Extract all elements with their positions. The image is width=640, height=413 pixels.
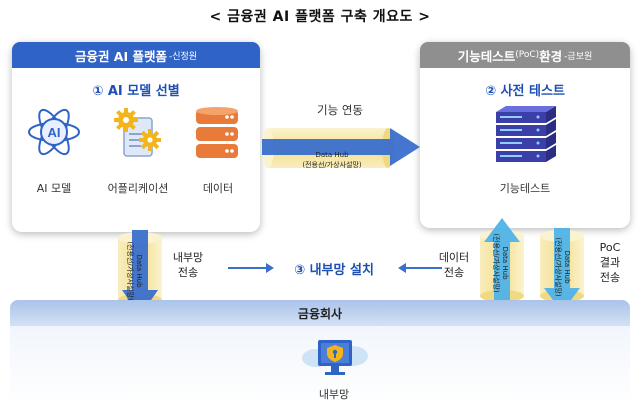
right-up-hub-title: Data Hub [501,246,509,280]
ai-platform-header: 금융권 AI 플랫폼-신정원 [12,42,260,68]
right-down-hub-sub: (전용선/가상사설망) [554,237,562,297]
internal-transfer-label: 내부망 전송 [166,250,210,280]
horizontal-hub-arrow [262,128,420,168]
diagram-title: < 금융권 AI 플랫폼 구축 개요도 > [209,9,431,25]
poc-test-panel: 기능테스트(PoC)환경-금보원 ② 사전 테스트 기능테스트 [420,42,630,228]
poc-result-line2: 결과 [599,256,621,269]
internal-network-monitor-icon [302,340,368,375]
application-gear-icon [114,108,161,157]
data-label: 데이터 [202,182,234,195]
ai-platform-panel: 금융권 AI 플랫폼-신정원 ① AI 모델 선별 AI AI 모델 [12,42,260,232]
internal-transfer-line2: 전송 [177,266,199,279]
internal-network-label: 내부망 [318,388,350,401]
internal-transfer-line1: 내부망 [172,251,204,264]
poc-result-label: PoC 결과 전송 [590,240,630,285]
poc-test-header-env: 환경 [539,48,563,64]
poc-test-header-poc: (PoC) [515,50,540,60]
financial-company-header: 금융회사 [10,300,630,326]
step-3-internal-install: ③ 내부망 설치 [294,263,374,278]
data-transfer-line1: 데이터 [438,251,470,264]
middle-left-arrow [228,263,274,273]
application-label: 어플리케이션 [107,182,169,195]
right-down-hub-arrow [540,228,584,312]
horizontal-hub-title: Data Hub [315,151,349,159]
right-up-hub-arrow [480,218,524,302]
step-1-model-selection: ① AI 모델 선별 [92,84,180,99]
svg-text:AI: AI [48,125,61,140]
left-vertical-hub-sub: (전용선/가상사설망) [126,241,134,301]
ai-model-label: AI 모델 [36,182,72,195]
left-vertical-hub-title: Data Hub [135,254,143,288]
function-test-label: 기능테스트 [499,182,551,195]
ai-platform-header-title: 금융권 AI 플랫폼 [74,48,167,64]
database-icon [196,107,238,158]
right-up-hub-text: Data Hub (전용선/가상사설망) [491,215,509,311]
middle-right-arrow [398,263,442,273]
poc-result-line3: 전송 [599,271,621,284]
poc-result-line1: PoC [599,241,621,254]
poc-test-header-sub: -금보원 [564,51,593,62]
ai-platform-header-sub: -신정원 [168,51,198,62]
step-2-pre-test: ② 사전 테스트 [485,84,565,99]
financial-company-band: 금융회사 내부망 [10,300,630,406]
poc-test-header: 기능테스트(PoC)환경-금보원 [420,42,630,68]
horizontal-hub-sub: (전용선/가상사설망) [302,161,362,169]
ai-brain-icon: AI [28,108,80,156]
right-up-hub-sub: (전용선/가상사설망) [492,233,500,293]
data-transfer-line2: 전송 [443,266,465,279]
right-down-hub-title: Data Hub [563,250,571,284]
server-rack-icon [496,106,556,162]
poc-test-header-title: 기능테스트 [457,48,516,64]
data-transfer-label: 데이터 전송 [432,250,476,280]
function-link-label: 기능 연동 [317,103,363,117]
